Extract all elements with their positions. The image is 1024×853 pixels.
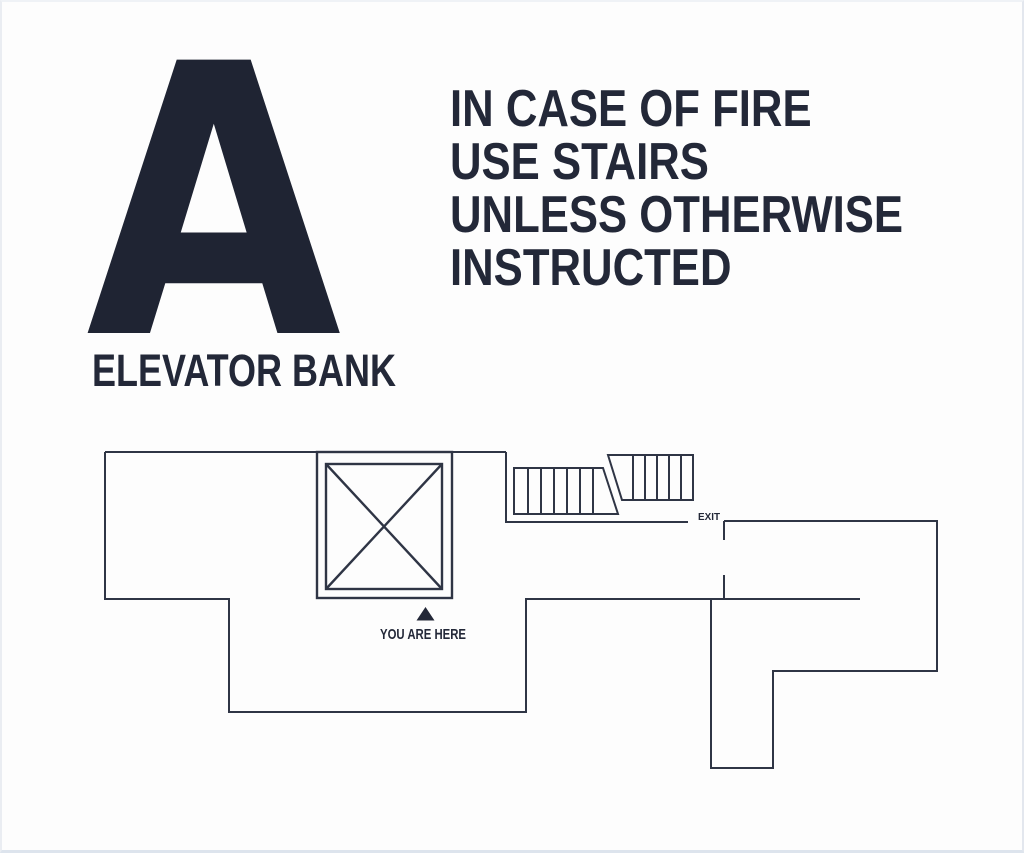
stairs-left-treads (527, 468, 594, 514)
zone-label: ELEVATOR BANK (92, 345, 397, 396)
zone-letter: A (86, 0, 342, 422)
stair-corridor-wall (505, 452, 688, 523)
stairs-left-flight (513, 467, 620, 515)
fire-notice-line: IN CASE OF FIRE (450, 80, 812, 138)
exit-label: EXIT (698, 511, 721, 523)
you-are-here-marker-icon (416, 607, 435, 621)
you-are-here-label: YOU ARE HERE (380, 626, 466, 643)
elevator-x-mark (325, 463, 443, 590)
fire-notice-line: USE STAIRS (450, 133, 709, 191)
fire-notice-line: INSTRUCTED (450, 239, 732, 297)
stairs-right-flight (606, 454, 694, 501)
wall-outline (104, 451, 860, 713)
right-room-walls (710, 520, 938, 769)
stairs-right-treads (632, 455, 682, 500)
fire-notice-line: UNLESS OTHERWISE (450, 186, 904, 244)
fire-notice: IN CASE OF FIRE USE STAIRS UNLESS OTHERW… (450, 83, 989, 295)
elevator-shaft-inner (324, 462, 444, 591)
elevator-shaft-outer (315, 450, 454, 600)
